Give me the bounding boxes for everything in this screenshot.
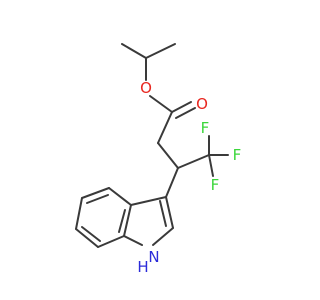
bond-c3a-c4 bbox=[108, 187, 132, 206]
bond-c6-c7 bbox=[75, 228, 99, 248]
bond-carbonyl-ch2 bbox=[157, 111, 173, 144]
bond-ch-cf3 bbox=[177, 154, 210, 169]
bond-ch2-ch bbox=[157, 142, 179, 169]
bond-ester-oxygen-carbon bbox=[149, 95, 173, 113]
bond-isopropyl-left bbox=[121, 43, 147, 59]
bond-ch-indole-c3 bbox=[165, 167, 179, 198]
bond-n1-c7a bbox=[123, 235, 143, 246]
fluorine-right-label: F bbox=[233, 146, 242, 164]
bond-cf3-f-bottom bbox=[208, 154, 214, 177]
bond-c3-c2-inner bbox=[159, 200, 167, 227]
fluorine-top-label: F bbox=[201, 119, 210, 137]
bond-isopropyl-right bbox=[145, 43, 176, 59]
bond-carbonyl-double-1 bbox=[171, 101, 192, 113]
nitrogen-h-label: H bbox=[137, 258, 148, 276]
bond-c3-c3a bbox=[130, 196, 167, 206]
bond-carbonyl-double-2 bbox=[175, 107, 196, 119]
bond-c4-c5 bbox=[81, 187, 110, 199]
bond-c3-c2 bbox=[165, 196, 174, 229]
bond-aromatic-inner-1 bbox=[86, 194, 109, 204]
nitrogen-label: N bbox=[148, 248, 159, 266]
bond-c5-c6 bbox=[75, 197, 83, 230]
fluorine-bottom-label: F bbox=[211, 176, 220, 194]
molecule-structure: O O F F F H N bbox=[75, 43, 242, 276]
bond-aromatic-inner-2 bbox=[81, 226, 101, 242]
bond-aromatic-inner-3 bbox=[118, 209, 126, 233]
ester-oxygen-label: O bbox=[140, 79, 152, 97]
carbonyl-oxygen-label: O bbox=[196, 95, 208, 113]
bond-c7a-c3a bbox=[123, 204, 132, 237]
bond-c7-c7a bbox=[97, 235, 125, 248]
bond-c2-n1 bbox=[152, 227, 174, 246]
